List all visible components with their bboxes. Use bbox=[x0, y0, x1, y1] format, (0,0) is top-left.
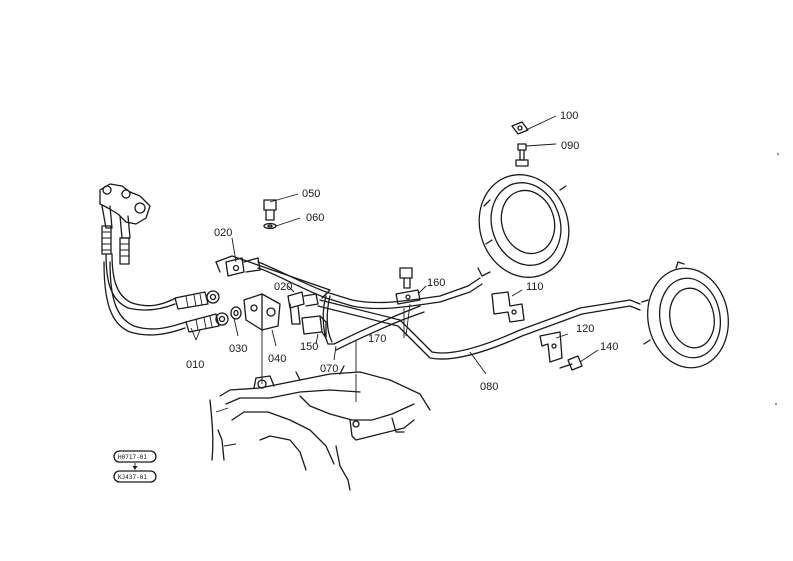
transmission-housing bbox=[209, 365, 431, 491]
washers-030 bbox=[230, 306, 242, 320]
label-070: 070 bbox=[320, 363, 338, 375]
label-010: 010 bbox=[186, 359, 204, 371]
valve-assembly bbox=[99, 183, 151, 265]
leader-lines bbox=[190, 115, 599, 384]
brake-pipe-170 bbox=[333, 305, 425, 351]
fitting-020-middle bbox=[287, 291, 319, 325]
brake-pipe-080 bbox=[317, 299, 641, 360]
brake-pipe-070 bbox=[257, 261, 483, 345]
label-120: 120 bbox=[576, 323, 594, 335]
bracket-040 bbox=[243, 293, 281, 331]
serial-range-badges: H0717-01 KJ437-01 bbox=[113, 450, 157, 483]
bracket-120 bbox=[539, 331, 563, 363]
label-060: 060 bbox=[306, 212, 324, 224]
bracket-110 bbox=[491, 291, 525, 323]
label-110: 110 bbox=[526, 281, 544, 293]
fitting-020-left bbox=[225, 257, 261, 277]
part-labels: 010 020 020 030 040 050 060 070 080 090 … bbox=[186, 110, 618, 393]
bleeder-screw-090 bbox=[515, 143, 529, 167]
label-140: 140 bbox=[600, 341, 618, 353]
label-160: 160 bbox=[427, 277, 445, 289]
serial-code-to: KJ437-01 bbox=[118, 474, 147, 481]
bracket-150 bbox=[301, 315, 327, 339]
hose-fittings-010 bbox=[174, 290, 229, 333]
label-020-left: 020 bbox=[214, 227, 232, 239]
bolt-140 bbox=[559, 355, 583, 371]
bolt-050 bbox=[263, 199, 277, 230]
label-050: 050 bbox=[302, 188, 320, 200]
serial-badge-from bbox=[113, 450, 157, 463]
label-040: 040 bbox=[268, 353, 286, 365]
label-020-middle: 020 bbox=[274, 281, 292, 293]
label-090: 090 bbox=[561, 140, 579, 152]
brake-drum-right bbox=[641, 261, 729, 369]
label-170: 170 bbox=[368, 333, 386, 345]
label-080: 080 bbox=[480, 381, 498, 393]
serial-code-from: H0717-01 bbox=[118, 454, 147, 461]
label-030: 030 bbox=[229, 343, 247, 355]
bracket-160 bbox=[395, 267, 421, 305]
hose-lines bbox=[103, 253, 187, 336]
bleeder-cap-100 bbox=[511, 121, 529, 135]
label-150: 150 bbox=[300, 341, 318, 353]
label-100: 100 bbox=[560, 110, 578, 122]
mounting-plate bbox=[215, 255, 331, 299]
serial-badge-to bbox=[113, 470, 157, 483]
brake-drum-left bbox=[477, 174, 570, 278]
margin-specks bbox=[775, 153, 779, 405]
